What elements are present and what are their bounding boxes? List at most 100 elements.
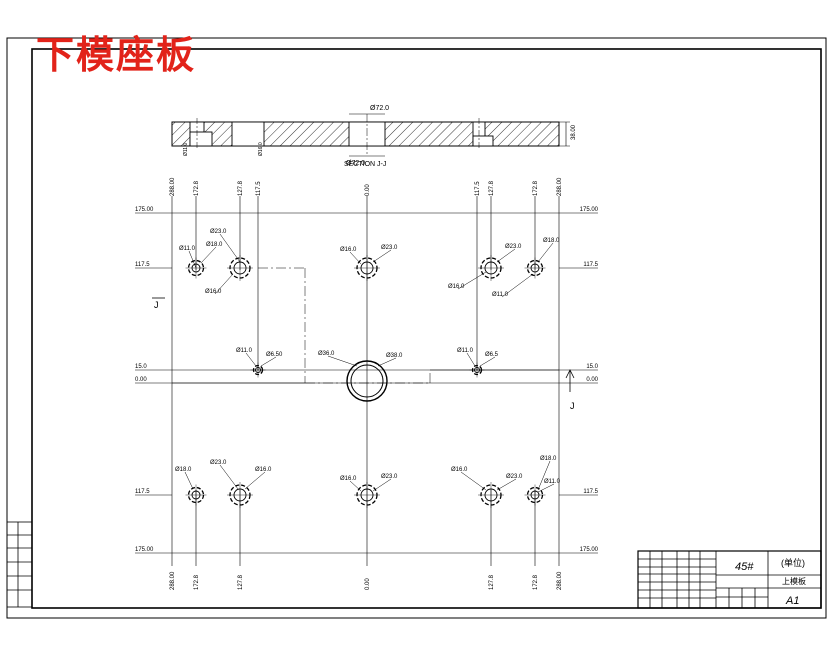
hole-callout-tl_b: Ø18.0 (206, 242, 223, 248)
bolt-hole (227, 255, 253, 281)
dim-top-2: 127.8 (238, 180, 244, 196)
section-label: SECTION J-J (344, 161, 386, 168)
section-view: Ø72.0 Ø72.0 SECTION J-J 38.00 Ø11.0 Ø16.… (171, 105, 577, 168)
dim-top-3: 117.5 (256, 181, 262, 196)
section-thickness: 38.00 (571, 124, 577, 140)
leader-line (349, 480, 362, 492)
section-mark-left: J (154, 300, 159, 310)
hole-callout-bl_a: Ø18.0 (175, 467, 192, 473)
dim-top-1: 172.8 (194, 180, 200, 196)
leader-line (184, 471, 194, 490)
hole-callout-tc_a: Ø16.0 (340, 247, 357, 253)
dim-bottom-2: 127.8 (238, 574, 244, 590)
dim-left-5: 175.00 (135, 547, 154, 553)
dim-left-1: 117.5 (135, 262, 150, 268)
drawing-title: 下模座板 (36, 32, 197, 77)
hole-callout-ml_a: Ø11.0 (236, 348, 253, 354)
leader-line (537, 483, 555, 493)
hole-callout-br_b: Ø23.0 (506, 474, 523, 480)
hole-callout-tl_c: Ø23.0 (210, 229, 227, 235)
dim-left-0: 175.00 (135, 207, 154, 213)
bolt-hole (185, 484, 207, 506)
dim-top-6: 127.8 (489, 180, 495, 196)
section-top-dim: Ø72.0 (370, 105, 389, 112)
dim-top-7: 172.8 (533, 180, 539, 196)
section-left-bolt-2: Ø16.0 (258, 142, 264, 156)
hole-callout-tr_b: Ø18.0 (543, 238, 560, 244)
bolt-hole (524, 484, 546, 506)
hole-callout-mc_a: Ø36.0 (318, 351, 335, 357)
leader-line (188, 250, 197, 269)
hole-callout-br_c: Ø18.0 (540, 456, 557, 462)
bolt-hole (478, 482, 504, 508)
dim-right-4: 117.5 (583, 489, 598, 495)
hole-callout-tr_c: Ø16.0 (448, 284, 465, 290)
title-block (637, 550, 822, 609)
leader-line (200, 246, 217, 264)
leader-line (260, 356, 277, 367)
dim-left-4: 117.5 (135, 489, 150, 495)
dim-top-8: 288.00 (557, 177, 563, 196)
title-block-part: 上模板 (782, 576, 806, 586)
leader-line (460, 471, 487, 491)
side-stub-table (6, 521, 33, 608)
leader-line (537, 460, 551, 491)
leader-line (496, 248, 516, 263)
outer-border (6, 37, 827, 619)
leader-line (501, 273, 534, 298)
leader-line (349, 251, 362, 265)
bolt-hole (354, 255, 380, 281)
center-hole-outer (346, 360, 388, 402)
hole-callout-tl_a: Ø11.0 (179, 246, 196, 252)
hole-callout-bl_b: Ø23.0 (210, 460, 227, 466)
leader-line (377, 357, 397, 367)
dim-bottom-5: 172.8 (533, 574, 539, 590)
dim-right-0: 175.00 (580, 207, 599, 213)
leader-line (372, 478, 392, 492)
bolt-hole (250, 362, 266, 378)
section-left-bolt-1: Ø11.0 (183, 143, 189, 156)
section-mark-right: J (570, 401, 575, 411)
inner-border (31, 48, 822, 609)
hole-callout-tr_a: Ø23.0 (505, 244, 522, 250)
title-block-unit: (单位) (781, 557, 805, 568)
leader-line (496, 478, 517, 491)
leader-line (219, 464, 239, 490)
hole-callout-tl_d: Ø16.0 (205, 289, 222, 295)
dim-right-5: 175.00 (580, 547, 599, 553)
hole-callout-bc_b: Ø23.0 (381, 474, 398, 480)
section-bottom-dim: Ø72.0 (346, 160, 365, 167)
bolt-hole (354, 482, 380, 508)
leader-line (479, 356, 496, 367)
leader-line (219, 233, 241, 263)
leader-line (327, 355, 358, 367)
leader-line (245, 352, 257, 367)
title-block-size: A1 (785, 595, 799, 607)
bolt-hole (524, 257, 546, 279)
dim-bottom-1: 172.8 (194, 574, 200, 590)
leader-line (466, 352, 476, 367)
bolt-hole (478, 255, 504, 281)
hole-callout-bc_a: Ø16.0 (340, 476, 357, 482)
bolt-hole (469, 362, 485, 378)
dim-bottom-0: 288.00 (170, 571, 176, 590)
hole-callout-bl_c: Ø16.0 (255, 467, 272, 473)
leader-line (537, 242, 554, 263)
dim-right-1: 117.5 (583, 262, 598, 268)
leader-line (244, 471, 266, 490)
dim-right-3: 0.00 (586, 377, 598, 383)
plan-view: J J (135, 196, 598, 566)
hole-callout-tc_b: Ø23.0 (381, 245, 398, 251)
dim-bottom-3: 0.00 (365, 578, 371, 590)
dim-bottom-6: 288.00 (557, 571, 563, 590)
hole-callout-mr_b: Ø6.5 (485, 352, 499, 358)
dim-top-4: 0.00 (365, 184, 371, 196)
dim-right-2: 15.0 (586, 364, 598, 370)
hole-callout-tr_d: Ø11.0 (492, 292, 509, 298)
leader-line (214, 273, 234, 295)
dim-left-3: 0.00 (135, 377, 147, 383)
title-block-material: 45# (735, 561, 754, 573)
hole-callout-br_a: Ø16.0 (451, 467, 468, 473)
dim-left-2: 15.0 (135, 364, 147, 370)
